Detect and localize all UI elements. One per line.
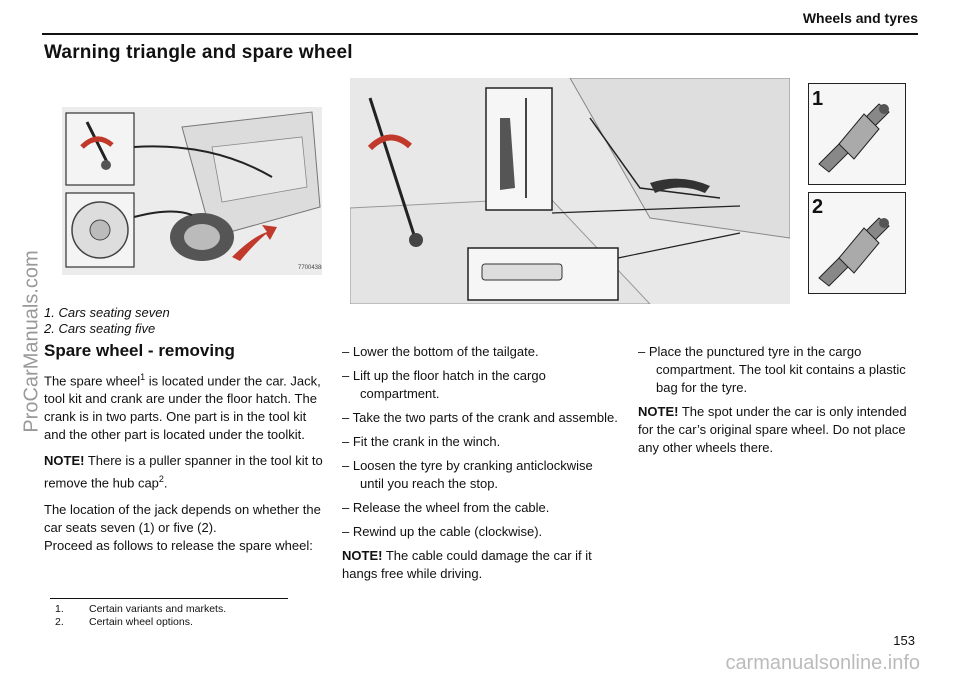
note-original-wheel: NOTE! The spot under the car is only int…	[638, 404, 907, 455]
column-2: – Lower the bottom of the tailgate. – Li…	[342, 343, 620, 591]
step-4: – Fit the crank in the winch.	[342, 434, 501, 449]
column-3: – Place the punctured tyre in the cargo …	[638, 343, 916, 465]
step-1: – Lower the bottom of the tailgate.	[342, 344, 539, 359]
footnote-rule	[50, 598, 288, 599]
step-7: – Rewind up the cable (clockwise).	[342, 524, 543, 539]
caption-1: 1. Cars seating seven	[44, 305, 170, 320]
section-title: Wheels and tyres	[802, 10, 918, 26]
note-cable: NOTE! The cable could damage the car if …	[342, 548, 592, 581]
illustration-spare-wheel: 7700438r	[62, 107, 322, 275]
illustration-code-left: 7700438r	[298, 265, 322, 271]
jack-location-paragraph: The location of the jack depends on whet…	[44, 501, 321, 535]
page-title: Warning triangle and spare wheel	[44, 42, 353, 63]
step-3: – Take the two parts of the crank and as…	[342, 410, 618, 425]
step-6: – Release the wheel from the cable.	[342, 500, 550, 515]
proceed-paragraph: Proceed as follows to release the spare …	[44, 537, 313, 553]
page-number: 153	[893, 633, 915, 648]
illustration-cargo-compartment: 7700558r	[350, 78, 790, 304]
step-5: – Loosen the tyre by cranking anticlockw…	[342, 458, 593, 491]
jack-inset-seven-seats	[808, 83, 906, 185]
inset-label-1: 1	[812, 88, 824, 110]
jack-inset-five-seats	[808, 192, 906, 294]
footnote-2: 2.Certain wheel options.	[55, 616, 193, 628]
subheading: Spare wheel - removing	[44, 341, 235, 360]
watermark-side: ProCarManuals.com	[20, 250, 43, 433]
step-2: – Lift up the floor hatch in the cargo c…	[342, 368, 546, 401]
header-rule	[42, 33, 918, 35]
inset-label-2: 2	[812, 196, 824, 218]
step-8: – Place the punctured tyre in the cargo …	[638, 344, 906, 395]
column-1: Spare wheel - removing The spare wheel1 …	[44, 342, 324, 563]
note-hub-cap: NOTE! There is a puller spanner in the t…	[44, 453, 323, 491]
watermark-bottom: carmanualsonline.info	[725, 652, 920, 674]
caption-2: 2. Cars seating five	[44, 321, 156, 336]
footnote-1: 1.Certain variants and markets.	[55, 603, 227, 615]
intro-paragraph: The spare wheel1 is located under the ca…	[44, 372, 321, 443]
